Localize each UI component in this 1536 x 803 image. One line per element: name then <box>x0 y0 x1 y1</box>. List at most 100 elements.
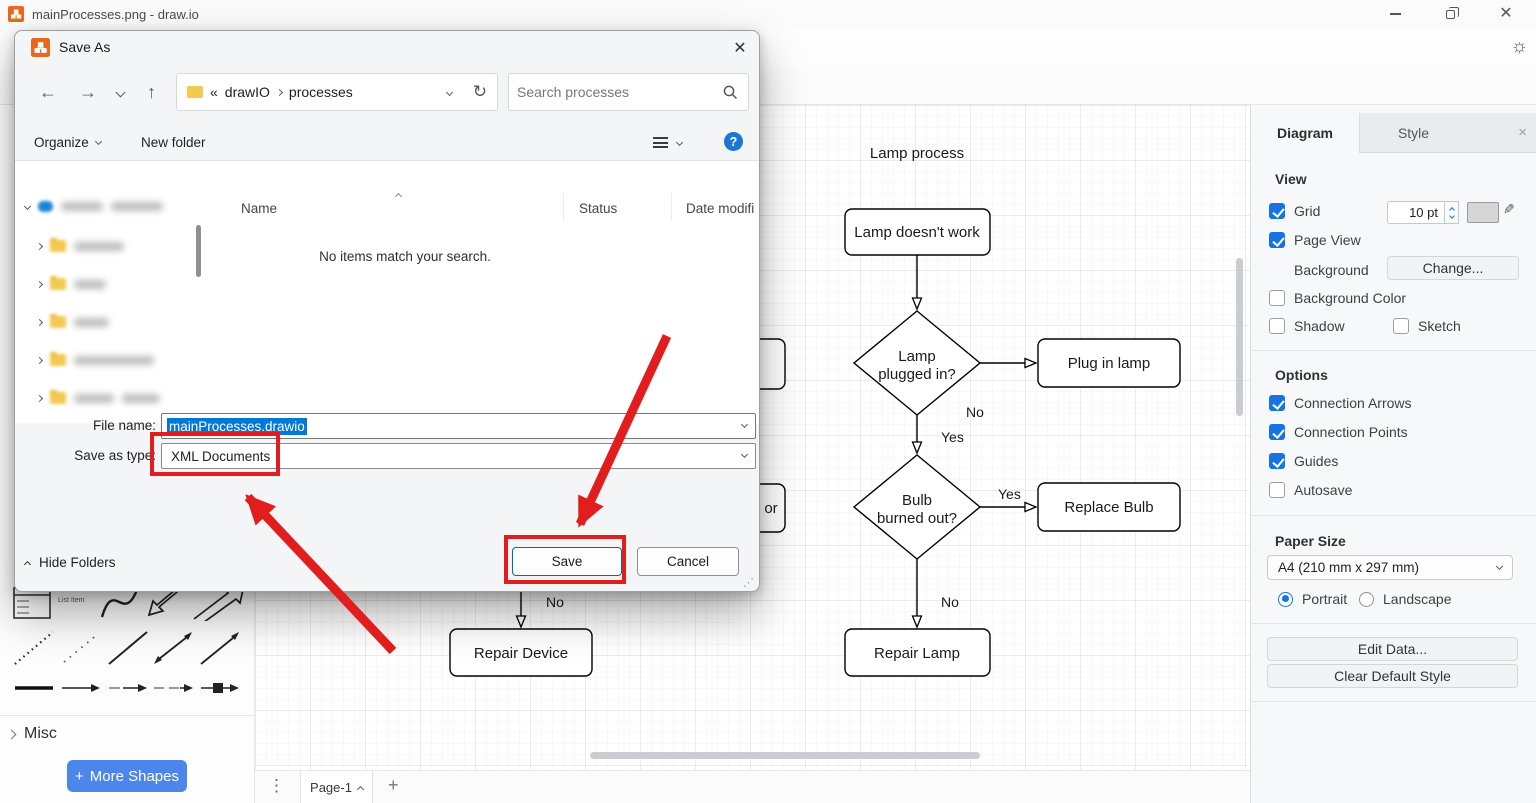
history-caret-icon[interactable] <box>115 87 126 98</box>
options-heading: Options <box>1275 367 1328 383</box>
window-title: mainProcesses.png - draw.io <box>32 7 199 22</box>
grid-color-swatch[interactable] <box>1467 202 1499 223</box>
shape-dashed-arrow-icon[interactable] <box>152 678 194 698</box>
more-shapes-button[interactable]: + More Shapes <box>67 760 187 792</box>
shape-list-icon[interactable] <box>13 587 53 619</box>
tree-item-folder[interactable] <box>35 271 106 297</box>
guides-label: Guides <box>1294 453 1339 469</box>
clear-default-style-button[interactable]: Clear Default Style <box>1267 664 1518 688</box>
sketch-label: Sketch <box>1418 318 1461 334</box>
shadow-checkbox-row[interactable]: Shadow <box>1269 318 1345 334</box>
shape-list-item[interactable]: List Item <box>58 597 85 604</box>
address-dropdown-icon[interactable] <box>445 88 453 96</box>
shape-thin-arrow-icon[interactable] <box>60 678 102 698</box>
shape-link-arrow-icon[interactable] <box>107 678 149 698</box>
column-header-date-modified[interactable]: Date modifi <box>686 201 755 216</box>
back-icon[interactable]: ← <box>39 82 57 102</box>
page-view-checkbox-row[interactable]: Page View <box>1269 232 1361 248</box>
minimize-button[interactable] <box>1373 0 1417 28</box>
portrait-radio-row[interactable]: Portrait <box>1278 591 1347 607</box>
pages-menu-icon[interactable]: ⋮ <box>268 776 285 795</box>
forward-icon[interactable]: → <box>79 82 97 102</box>
tree-item-folder[interactable] <box>35 309 109 335</box>
grid-size-input[interactable]: 10 pt <box>1387 201 1445 224</box>
shape-s-curve-icon[interactable] <box>100 585 140 619</box>
format-tabs: Diagram Style × <box>1251 113 1536 153</box>
autosave-checkbox-row[interactable]: Autosave <box>1269 482 1352 498</box>
canvas-vertical-scrollbar[interactable] <box>1236 258 1243 416</box>
restore-button[interactable] <box>1428 0 1472 28</box>
sketch-checkbox-row[interactable]: Sketch <box>1393 318 1461 334</box>
tab-diagram[interactable]: Diagram <box>1251 113 1359 153</box>
format-panel-close[interactable]: × <box>1467 113 1536 153</box>
close-icon: ✕ <box>1499 5 1513 22</box>
tab-style[interactable]: Style <box>1359 113 1467 153</box>
node-repair-device[interactable] <box>449 628 593 677</box>
address-bar[interactable]: « drawIO processes ↻ <box>176 73 498 111</box>
hide-folders-button[interactable]: Hide Folders <box>23 555 116 570</box>
shapes-divider <box>0 715 255 716</box>
view-mode-icon[interactable] <box>653 137 668 148</box>
shape-labeled-arrow-icon[interactable] <box>199 678 241 698</box>
help-icon[interactable]: ? <box>724 132 743 151</box>
background-change-button[interactable]: Change... <box>1387 256 1519 280</box>
tree-item-folder[interactable] <box>35 233 124 259</box>
edge-label-yes1: Yes <box>941 429 964 445</box>
tab-page-1[interactable]: Page-1 <box>300 771 373 803</box>
shape-dotted-line-icon[interactable] <box>13 630 55 666</box>
plus-icon: + <box>75 767 84 785</box>
dialog-close-button[interactable]: ✕ <box>733 40 747 57</box>
column-header-name[interactable]: Name <box>241 201 278 216</box>
shape-arrow-icon[interactable] <box>199 630 241 666</box>
save-button[interactable]: Save <box>512 547 622 576</box>
page-view-label: Page View <box>1294 232 1361 248</box>
new-folder-button[interactable]: New folder <box>141 135 206 150</box>
shape-sparse-dotted-line-icon[interactable] <box>60 630 102 666</box>
shape-outline-arrow-sw-icon[interactable] <box>145 585 187 621</box>
paper-size-select[interactable]: A4 (210 mm x 297 mm) <box>1267 555 1513 580</box>
node-repair-lamp[interactable] <box>844 628 991 677</box>
column-header-status[interactable]: Status <box>579 201 618 216</box>
breadcrumb-drawio[interactable]: drawIO <box>224 84 270 100</box>
background-color-checkbox-row[interactable]: Background Color <box>1269 290 1406 306</box>
cancel-button[interactable]: Cancel <box>637 547 739 576</box>
refresh-icon[interactable]: ↻ <box>472 82 487 101</box>
shape-bidirectional-arrow-icon[interactable] <box>152 630 194 666</box>
tree-scrollbar[interactable] <box>196 225 201 277</box>
grid-checkbox-row[interactable]: Grid <box>1269 203 1320 219</box>
search-box[interactable] <box>508 73 749 111</box>
tree-item-onedrive[interactable] <box>23 193 163 219</box>
chevron-right-icon <box>35 394 44 402</box>
search-input[interactable] <box>509 84 723 100</box>
breadcrumb-processes[interactable]: processes <box>288 84 353 100</box>
landscape-radio-row[interactable]: Landscape <box>1359 591 1452 607</box>
node-plug-in-lamp[interactable] <box>1037 338 1181 388</box>
organize-button[interactable]: Organize <box>34 135 102 150</box>
edit-data-button[interactable]: Edit Data... <box>1267 637 1518 661</box>
save-as-type-label: Save as type: <box>74 448 156 463</box>
paper-size-heading: Paper Size <box>1275 533 1346 549</box>
node-replace-bulb[interactable] <box>1037 482 1181 532</box>
connection-points-checkbox-row[interactable]: Connection Points <box>1269 424 1408 440</box>
tree-item-folder-selected[interactable] <box>35 347 154 373</box>
tree-item-folder[interactable] <box>35 385 160 411</box>
canvas-horizontal-scrollbar[interactable] <box>590 752 980 759</box>
resize-grip-icon[interactable]: ⋰ <box>743 577 754 589</box>
add-page-button[interactable]: + <box>388 775 399 796</box>
grid-color-picker-icon[interactable]: ✎ <box>1503 201 1515 217</box>
up-icon[interactable]: ↑ <box>147 82 156 102</box>
shape-thick-line-icon[interactable] <box>13 678 55 698</box>
view-mode-caret-icon[interactable] <box>675 138 684 147</box>
grid-size-stepper[interactable] <box>1445 201 1459 224</box>
shape-line-icon[interactable] <box>107 630 149 666</box>
close-button[interactable]: ✕ <box>1484 0 1528 28</box>
shape-outline-arrow-ne-icon[interactable] <box>192 585 252 621</box>
section-misc[interactable]: Misc <box>6 725 57 743</box>
annotation-box-save <box>504 535 626 584</box>
breadcrumb-root[interactable]: « <box>210 84 218 100</box>
theme-toggle-icon[interactable]: ☼ <box>1510 36 1528 57</box>
connection-arrows-checkbox-row[interactable]: Connection Arrows <box>1269 395 1412 411</box>
checkbox-checked-icon <box>1269 203 1285 219</box>
page-tab-caret-icon <box>356 785 364 793</box>
guides-checkbox-row[interactable]: Guides <box>1269 453 1338 469</box>
